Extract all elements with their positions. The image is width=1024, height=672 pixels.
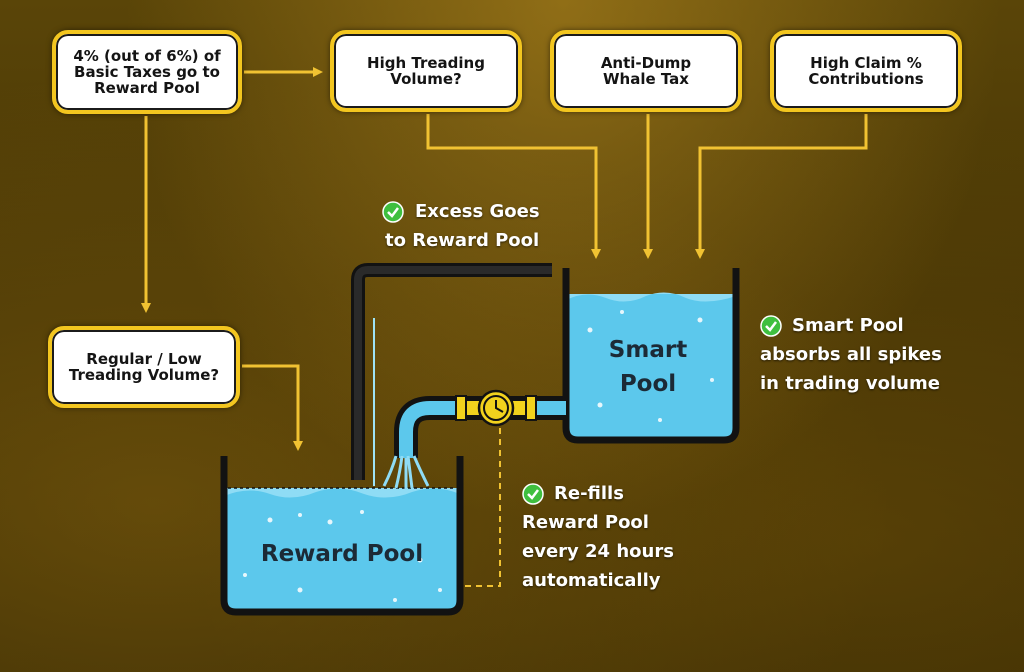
refill-note-line-4: automatically <box>522 570 661 591</box>
check-circle-icon <box>382 201 404 223</box>
excess-note-line-1: Excess Goes <box>415 201 540 222</box>
arrow-claim-to-smart <box>695 114 868 259</box>
whale-tax-box: Anti-Dump Whale Tax <box>550 30 742 112</box>
reward-pool-label: Reward Pool <box>260 541 424 567</box>
timer-valve-icon <box>455 389 537 427</box>
high-volume-box: High Treading Volume? <box>330 30 522 112</box>
overflow-pipe <box>351 263 552 486</box>
smart-pool-note: Smart Pool absorbs all spikes in trading… <box>760 311 942 398</box>
check-circle-icon <box>760 315 782 337</box>
claim-contributions-box: High Claim % Contributions <box>770 30 962 112</box>
refill-note-line-2: Reward Pool <box>522 512 649 533</box>
refill-dashed-line <box>462 428 501 587</box>
arrow-regular-to-reward <box>242 364 303 451</box>
arrow-high-to-smart <box>426 114 601 259</box>
refill-note-line-1: Re-fills <box>554 483 624 504</box>
refill-note-line-3: every 24 hours <box>522 541 674 562</box>
smart-pool-label: Smart Pool <box>578 333 718 401</box>
refill-pipe <box>382 396 566 490</box>
reward-pool-tank <box>220 456 464 616</box>
excess-note: Excess Goes to Reward Pool <box>382 197 540 255</box>
excess-note-line-2: to Reward Pool <box>385 230 540 251</box>
smart-note-line-3: in trading volume <box>760 373 940 394</box>
regular-volume-box: Regular / Low Treading Volume? <box>48 326 240 408</box>
bubbles <box>243 310 714 602</box>
basic-taxes-box: 4% (out of 6%) of Basic Taxes go to Rewa… <box>52 30 242 114</box>
smart-note-line-1: Smart Pool <box>792 315 904 336</box>
refill-note: Re-fills Reward Pool every 24 hours auto… <box>522 479 674 595</box>
smart-pool-tank <box>562 268 740 444</box>
smart-pool-label-line-1: Smart <box>608 337 688 363</box>
smart-note-line-2: absorbs all spikes <box>760 344 942 365</box>
smart-pool-label-line-2: Pool <box>619 371 677 397</box>
check-circle-icon <box>522 483 544 505</box>
